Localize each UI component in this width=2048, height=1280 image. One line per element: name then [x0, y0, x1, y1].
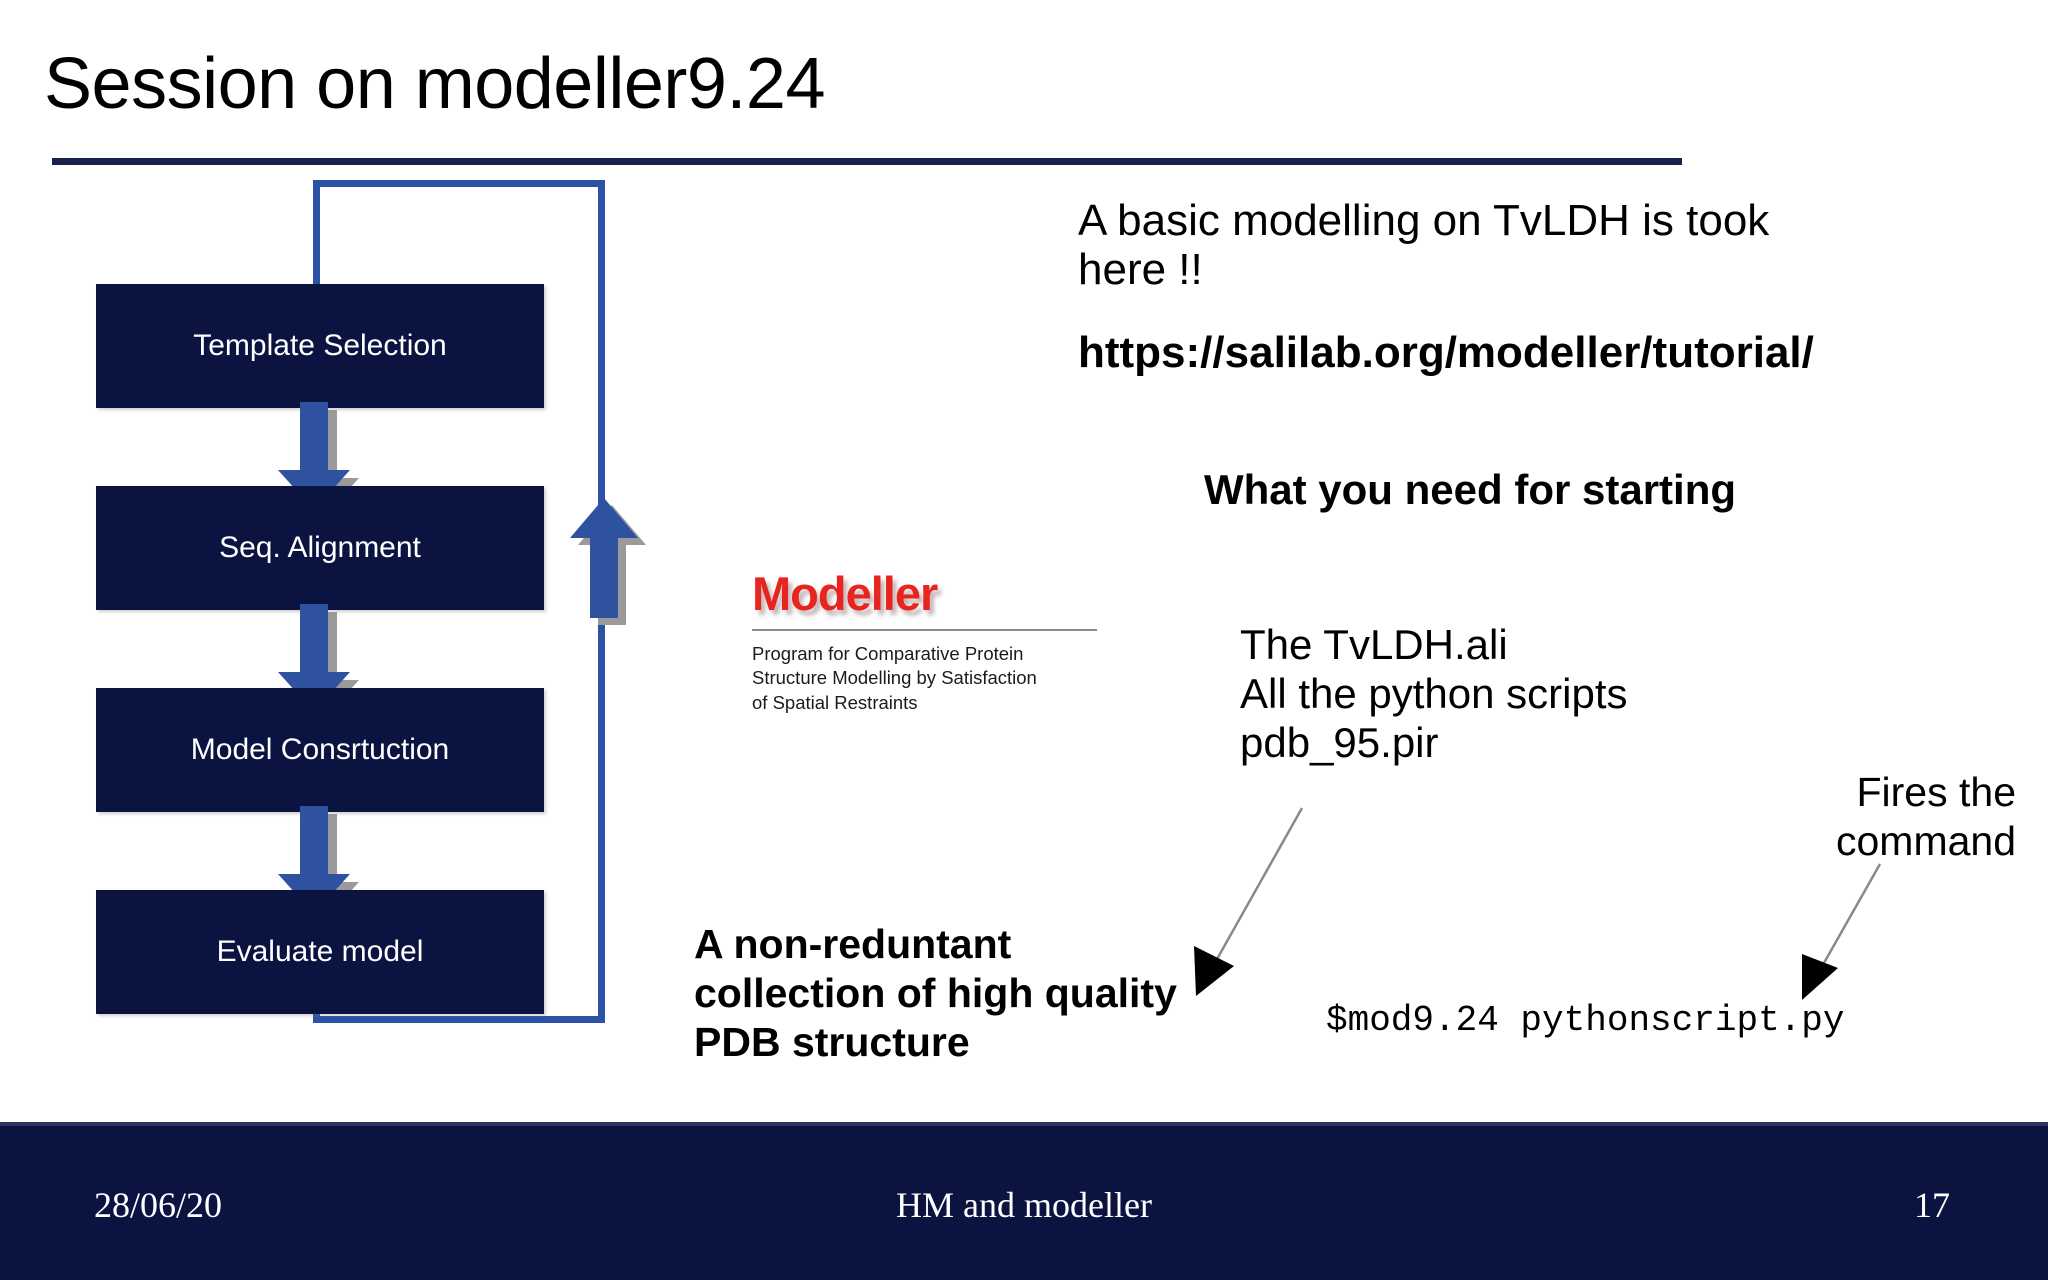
- workflow-flowchart: Template Selection Seq. Alignment Model …: [0, 180, 646, 1080]
- feedback-loop-segment-left-top: [313, 180, 320, 284]
- flow-step-label: Seq. Alignment: [219, 531, 421, 564]
- pdb-database-note: A non-reduntant collection of high quali…: [694, 921, 1177, 1066]
- annotation-arrow-icon: [1802, 863, 1882, 1000]
- modeller-logo-wordmark: Modeller: [752, 567, 938, 620]
- modeller-logo-divider: [752, 629, 1097, 631]
- modeller-logo-tagline: Program for Comparative Protein Structur…: [752, 643, 1037, 713]
- footer-date: 28/06/20: [94, 1185, 223, 1225]
- fires-command-note: Fires the command: [1835, 769, 2016, 865]
- footer-title: HM and modeller: [896, 1185, 1152, 1225]
- title-divider: [52, 158, 1682, 165]
- slide-footer: 28/06/20 HM and modeller 17: [0, 1122, 2048, 1280]
- flow-step-label: Evaluate model: [216, 935, 424, 968]
- arrow-up-icon: [570, 498, 646, 625]
- feedback-loop-segment-top: [313, 180, 605, 187]
- flow-step-box[interactable]: Evaluate model: [96, 890, 544, 1014]
- footer-page-number: 17: [1914, 1185, 1950, 1225]
- modeller-logo: Modeller Program for Comparative Protein…: [752, 570, 1102, 715]
- annotation-arrow-icon: [1194, 807, 1304, 996]
- arrow-up-body: [570, 498, 638, 618]
- flow-step-box[interactable]: Model Consrtuction: [96, 688, 544, 812]
- tutorial-url[interactable]: https://salilab.org/modeller/tutorial/: [1078, 328, 1814, 377]
- flow-step-label: Model Consrtuction: [190, 733, 450, 766]
- page-title: Session on modeller9.24: [44, 44, 826, 124]
- flow-step-label: Template Selection: [193, 329, 447, 362]
- intro-note: A basic modelling on TvLDH is took here …: [1078, 196, 1770, 295]
- feedback-loop-segment-bottom: [313, 1016, 605, 1023]
- requirements-list: The TvLDH.ali All the python scripts pdb…: [1240, 621, 1628, 767]
- command-line-text: $mod9.24 pythonscript.py: [1326, 1000, 1845, 1041]
- flow-step-box[interactable]: Template Selection: [96, 284, 544, 408]
- flow-step-box[interactable]: Seq. Alignment: [96, 486, 544, 610]
- requirements-heading: What you need for starting: [1203, 466, 1736, 513]
